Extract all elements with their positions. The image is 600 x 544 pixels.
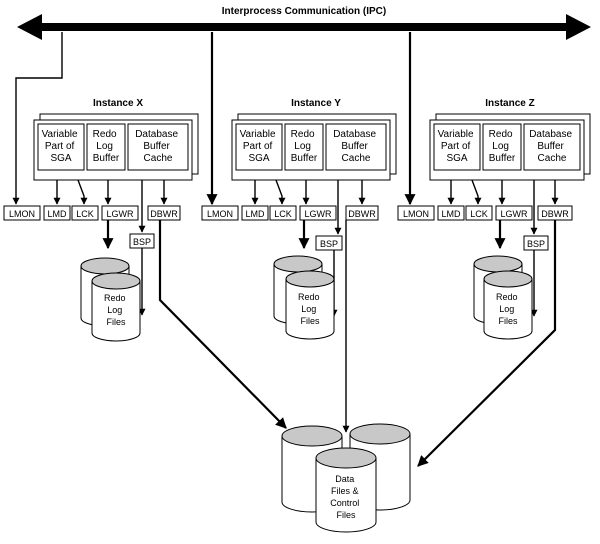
lmd-label: LMD [441,209,461,219]
sga-variable-box [235,123,283,171]
lmon-box [397,205,435,221]
lmon-box [3,205,41,221]
lgwr-label: LGWR [501,209,529,219]
lgwr-box [299,205,337,221]
sga-dbbuf-label: Database Buffer Cache [135,129,181,164]
dbwr-box [147,205,181,221]
dbwr-box [345,205,379,221]
ipc-bus: Interprocess Communication (IPC) [17,6,591,40]
instance-title: Instance Z [485,98,534,109]
ipc-label: Interprocess Communication (IPC) [222,6,386,17]
lmon-label: LMON [9,209,35,219]
lck-label: LCK [76,209,94,219]
instance-title: Instance X [93,98,143,109]
sga-redo-label: Redo Log Buffer [93,129,120,164]
dbwr-label: DBWR [348,209,376,219]
redo-log-files: Redo Log Files [80,257,141,342]
lmd-box [437,205,465,221]
lmd-box [43,205,71,221]
sga-dbbuf-box [523,123,581,171]
lgwr-label: LGWR [107,209,135,219]
sga-variable-label: Variable Part of SGA [42,129,81,164]
instance-title: Instance Y [291,98,341,109]
dbwr-label: DBWR [150,209,178,219]
sga-redo-box [284,123,324,171]
sga-redo-label: Redo Log Buffer [291,129,318,164]
bsp-label: BSP [133,237,151,247]
lmd-box [241,205,269,221]
sga-variable-label: Variable Part of SGA [240,129,279,164]
sga-redo-box [482,123,522,171]
redo-files-label: Redo Log Files [496,292,520,326]
instance-z: Instance Z Variable Part of SGA Redo Log… [397,32,591,467]
bsp-label: BSP [320,239,338,249]
sga-variable-box [37,123,85,171]
lgwr-box [101,205,139,221]
lck-label: LCK [274,209,292,219]
instance-y: Instance Y Variable Part of SGA Redo Log… [201,32,397,433]
data-and-control-files: Data Files & Control Files [281,423,411,533]
sga-dbbuf-box [325,123,387,171]
sga-redo-box [86,123,126,171]
bsp-box [315,235,343,251]
lmon-label: LMON [207,209,233,219]
redo-log-files: Redo Log Files [473,255,533,340]
sga-dbbuf-box [127,123,189,171]
bsp-box [523,235,549,251]
sga-dbbuf-label: Database Buffer Cache [529,129,575,164]
lgwr-label: LGWR [305,209,333,219]
lck-box [465,205,493,221]
sga-variable-label: Variable Part of SGA [438,129,477,164]
redo-files-label: Redo Log Files [104,293,128,327]
redo-log-files: Redo Log Files [273,255,335,340]
lck-box [269,205,297,221]
dbwr-label: DBWR [541,209,569,219]
lmon-label: LMON [403,209,429,219]
sga-variable-box [433,123,481,171]
bsp-label: BSP [527,239,545,249]
lck-label: LCK [470,209,488,219]
datafiles-label: Data Files & Control Files [330,474,362,520]
lmd-label: LMD [47,209,67,219]
lmon-box [201,205,239,221]
lgwr-box [495,205,533,221]
instance-x: Instance X Variable Part of SGA Redo Log… [3,32,287,429]
sga-redo-label: Redo Log Buffer [489,129,516,164]
redo-files-label: Redo Log Files [298,292,322,326]
lmd-label: LMD [245,209,265,219]
sga-dbbuf-label: Database Buffer Cache [333,129,379,164]
lck-box [71,205,99,221]
